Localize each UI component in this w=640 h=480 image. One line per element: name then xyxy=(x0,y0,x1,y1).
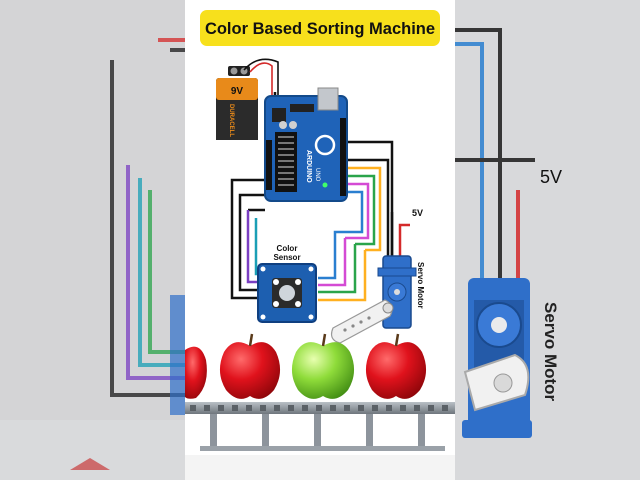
conveyor-belt xyxy=(185,402,455,451)
sensor-label-line1: Color xyxy=(277,244,298,253)
servo-5v-label: 5V xyxy=(412,208,423,218)
apples-row xyxy=(185,333,427,399)
left-background-panel xyxy=(0,0,185,480)
bottom-strip xyxy=(185,455,455,480)
bg-servo-label: Servo Motor xyxy=(541,302,560,402)
battery-brand-label: DURACELL xyxy=(228,104,234,137)
sensor-label-line2: Sensor xyxy=(273,253,300,262)
apple-green xyxy=(291,333,355,399)
arduino-label: ARDUINO xyxy=(305,150,312,183)
page-title: Color Based Sorting Machine xyxy=(205,20,435,38)
servo-label: Servo Motor xyxy=(416,262,425,309)
apple-red-partial xyxy=(185,346,207,399)
right-background-panel: 5V Servo Motor xyxy=(455,0,640,480)
battery-9v: 9V DURACELL xyxy=(216,58,282,140)
battery-voltage-label: 9V xyxy=(231,86,244,97)
arduino-model-label: UNO xyxy=(314,168,320,182)
servo-motor: Servo Motor xyxy=(330,255,425,344)
apple-red xyxy=(365,333,427,399)
bg-servo-motor xyxy=(462,278,532,438)
apple-red xyxy=(219,333,281,399)
bg-5v-label: 5V xyxy=(540,167,562,187)
color-sensor-module: Color Sensor xyxy=(257,244,317,323)
arduino-uno-board: ARDUINO UNO xyxy=(264,87,348,202)
title-banner: Color Based Sorting Machine xyxy=(200,10,440,46)
